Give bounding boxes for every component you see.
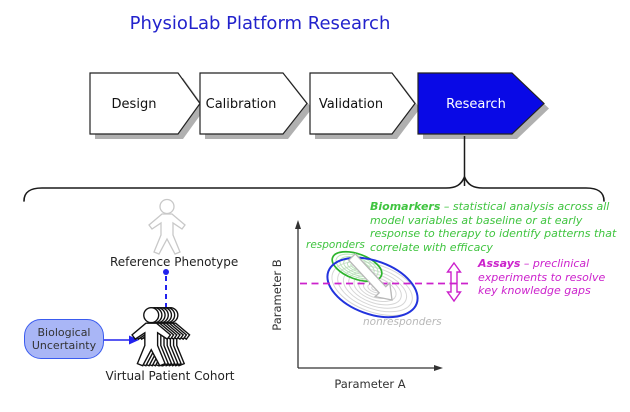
flow-step-research-label: Research — [446, 97, 506, 112]
assays-term: Assays — [478, 257, 521, 270]
trajectory-arrow-icon — [347, 252, 393, 301]
plot-axes — [297, 227, 436, 369]
uncertainty-line1: Biological — [37, 326, 91, 339]
responder-boundary — [331, 250, 383, 283]
assays-line3: key knowledge gaps — [478, 284, 591, 297]
biological-uncertainty-bubble: Biological Uncertainty — [24, 319, 104, 359]
parameter-plot: Parameter B Parameter A responders nonre… — [270, 220, 472, 391]
nonresponders-label: nonresponders — [363, 316, 442, 328]
virtual-patient-cohort-label: Virtual Patient Cohort — [105, 369, 235, 383]
uncertainty-line2: Uncertainty — [31, 339, 97, 352]
flow-step-calibration-label: Calibration — [206, 97, 277, 112]
flow-step-research: Research — [417, 72, 545, 135]
flow-step-validation-label: Validation — [319, 97, 383, 112]
assays-line1-rest: – preclinical — [520, 257, 590, 270]
population-ellipse — [326, 256, 419, 319]
assay-double-arrow-icon — [446, 261, 462, 303]
cohort-icon — [131, 307, 191, 367]
chevron-validation — [309, 72, 416, 135]
assays-line1: Assays – preclinical — [478, 257, 605, 271]
biomarkers-line3: response to therapy to identify patterns… — [370, 227, 617, 240]
assays-annotation: Assays – preclinical experiments to reso… — [478, 257, 605, 298]
chevron-research — [417, 72, 545, 135]
x-axis-arrow-icon — [434, 365, 443, 371]
biomarkers-line1: Biomarkers – statistical analysis across… — [370, 200, 616, 214]
chevron-calibration — [199, 72, 308, 135]
page-title: PhysioLab Platform Research — [129, 13, 391, 34]
reference-phenotype-label: Reference Phenotype — [110, 255, 239, 269]
biomarkers-line1-rest: – statistical analysis across all — [440, 200, 610, 213]
flow-step-design-label: Design — [112, 97, 157, 112]
link-dot — [163, 269, 169, 275]
uncertainty-arrow-head — [129, 335, 139, 345]
person-outline-icon — [148, 198, 186, 255]
y-axis-label: Parameter B — [270, 259, 284, 330]
x-axis-label: Parameter A — [334, 377, 405, 391]
biomarkers-annotation: Biomarkers – statistical analysis across… — [370, 200, 616, 254]
responders-label: responders — [306, 239, 365, 251]
biomarkers-line4: correlate with efficacy — [370, 240, 493, 254]
process-flow: Design Calibration Validation Research — [89, 72, 549, 139]
flow-step-calibration: Calibration — [199, 72, 308, 135]
flow-step-design: Design — [89, 72, 201, 135]
biomarkers-line2: model variables at baseline or at early — [370, 213, 583, 227]
chevron-design — [89, 72, 201, 135]
scope-brace — [23, 175, 605, 202]
assays-line2: experiments to resolve — [478, 270, 606, 284]
y-axis-arrow-icon — [295, 220, 301, 229]
flow-step-validation: Validation — [309, 72, 416, 135]
biomarkers-term: Biomarkers — [370, 200, 441, 213]
